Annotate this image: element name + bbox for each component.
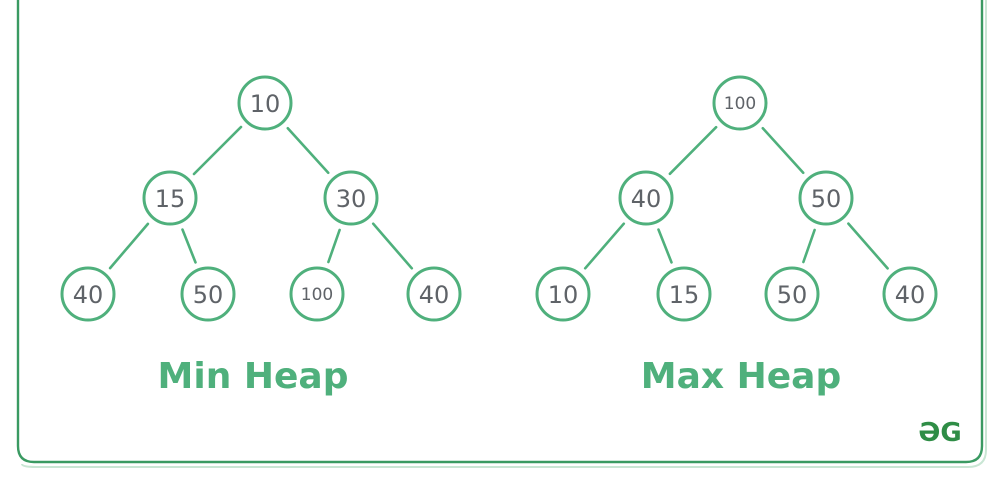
min-heap-node-4: 50 bbox=[180, 266, 236, 322]
node-value: 100 bbox=[724, 94, 756, 114]
max-heap-node-0: 100 bbox=[712, 75, 768, 131]
min-heap-edge-0 bbox=[192, 125, 243, 176]
node-circle bbox=[237, 75, 293, 131]
min-heap-node-3: 40 bbox=[60, 266, 116, 322]
node-value: 40 bbox=[419, 281, 450, 309]
min-heap-node-1: 15 bbox=[142, 170, 198, 226]
max-heap-title: Max Heap bbox=[641, 356, 841, 397]
panel-shadow bbox=[21, 0, 987, 468]
node-value: 15 bbox=[669, 281, 700, 309]
node-value: 10 bbox=[250, 90, 281, 118]
min-heap-node-5: 100 bbox=[289, 266, 345, 322]
node-circle bbox=[289, 266, 345, 322]
max-heap-edge-0 bbox=[668, 125, 718, 176]
min-heap-edge-5 bbox=[371, 222, 414, 270]
max-heap-edge-5 bbox=[847, 222, 889, 270]
node-circle bbox=[656, 266, 712, 322]
max-heap-node-6: 40 bbox=[882, 266, 938, 322]
min-heap-node-0: 10 bbox=[237, 75, 293, 131]
node-circle bbox=[180, 266, 236, 322]
node-value: 15 bbox=[155, 185, 186, 213]
node-value: 30 bbox=[336, 185, 367, 213]
node-value: 10 bbox=[548, 281, 579, 309]
node-circle bbox=[535, 266, 591, 322]
min-heap-edge-4 bbox=[327, 228, 341, 264]
node-value: 100 bbox=[301, 285, 333, 305]
node-value: 50 bbox=[777, 281, 808, 309]
panel-border bbox=[16, 0, 984, 464]
max-heap-edge-2 bbox=[583, 222, 626, 270]
max-heap-node-4: 15 bbox=[656, 266, 712, 322]
min-heap-node-6: 40 bbox=[406, 266, 462, 322]
node-value: 50 bbox=[193, 281, 224, 309]
node-value: 40 bbox=[895, 281, 926, 309]
max-heap-node-1: 40 bbox=[618, 170, 674, 226]
node-value: 50 bbox=[811, 185, 842, 213]
max-heap-node-5: 50 bbox=[764, 266, 820, 322]
min-heap-edge-2 bbox=[108, 222, 150, 270]
node-circle bbox=[798, 170, 854, 226]
min-heap-node-2: 30 bbox=[323, 170, 379, 226]
gfg-logo: ƏG bbox=[918, 418, 961, 448]
max-heap-edge-3 bbox=[657, 228, 673, 264]
node-circle bbox=[712, 75, 768, 131]
min-heap-title: Min Heap bbox=[158, 356, 349, 397]
node-circle bbox=[323, 170, 379, 226]
node-circle bbox=[618, 170, 674, 226]
node-value: 40 bbox=[631, 185, 662, 213]
node-circle bbox=[764, 266, 820, 322]
max-heap-edge-1 bbox=[761, 126, 805, 175]
max-heap-node-2: 50 bbox=[798, 170, 854, 226]
node-circle bbox=[882, 266, 938, 322]
node-value: 40 bbox=[73, 281, 104, 309]
min-heap-tree: 10 15 30 40 50 100 40 bbox=[60, 75, 462, 322]
node-circle bbox=[60, 266, 116, 322]
max-heap-edge-4 bbox=[802, 228, 816, 264]
max-heap-tree: 100 40 50 10 15 50 40 bbox=[535, 75, 938, 322]
max-heap-node-3: 10 bbox=[535, 266, 591, 322]
node-circle bbox=[406, 266, 462, 322]
min-heap-edge-3 bbox=[181, 228, 197, 264]
min-heap-edge-1 bbox=[286, 126, 330, 175]
node-circle bbox=[142, 170, 198, 226]
